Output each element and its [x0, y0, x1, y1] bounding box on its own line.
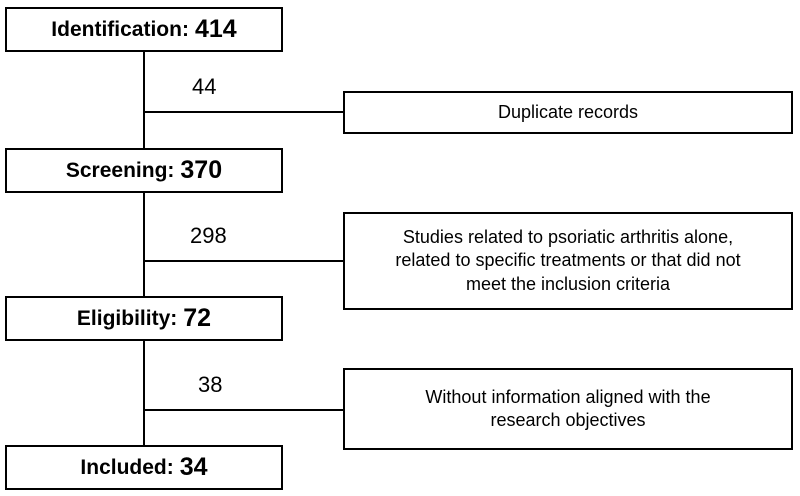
stage-included-count: 34	[179, 453, 208, 481]
exclusion-screening-line-2: related to specific treatments or that d…	[395, 250, 741, 271]
exclusion-duplicates-text: Duplicate records	[497, 101, 639, 122]
branch-screening-exclusions	[143, 260, 344, 262]
stage-identification-box: Identification: 414	[5, 7, 283, 52]
exclusion-screening-line-3: meet the inclusion criteria	[465, 273, 671, 294]
exclusion-screening-box: Studies related to psoriatic arthritis a…	[343, 212, 793, 310]
exclusion-eligibility-line-1: Without information aligned with the	[425, 386, 711, 407]
connector-identification-screening	[143, 52, 145, 148]
stage-eligibility-label: Eligibility:	[76, 306, 178, 330]
stage-included-label: Included:	[80, 455, 174, 479]
stage-screening-count: 370	[180, 156, 223, 184]
exclusion-screening-count: 298	[190, 223, 227, 248]
exclusion-eligibility-box: Without information aligned with the res…	[343, 368, 793, 450]
branch-eligibility-exclusions	[143, 409, 344, 411]
exclusion-duplicates-count: 44	[192, 74, 217, 99]
stage-screening-box: Screening: 370	[5, 148, 283, 193]
connector-eligibility-included	[143, 341, 145, 445]
branch-duplicates	[143, 111, 344, 113]
exclusion-screening-line-1: Studies related to psoriatic arthritis a…	[402, 226, 734, 247]
stage-eligibility-box: Eligibility: 72	[5, 296, 283, 341]
exclusion-eligibility-line-2: research objectives	[490, 410, 646, 430]
stage-included-box: Included: 34	[5, 445, 283, 490]
stage-identification-label: Identification:	[51, 17, 189, 41]
stage-identification-count: 414	[194, 15, 237, 43]
exclusion-duplicates-box: Duplicate records	[343, 91, 793, 134]
stage-screening-label: Screening:	[65, 158, 175, 182]
exclusion-eligibility-count: 38	[198, 372, 223, 397]
connector-screening-eligibility	[143, 193, 145, 296]
stage-eligibility-count: 72	[183, 304, 212, 332]
